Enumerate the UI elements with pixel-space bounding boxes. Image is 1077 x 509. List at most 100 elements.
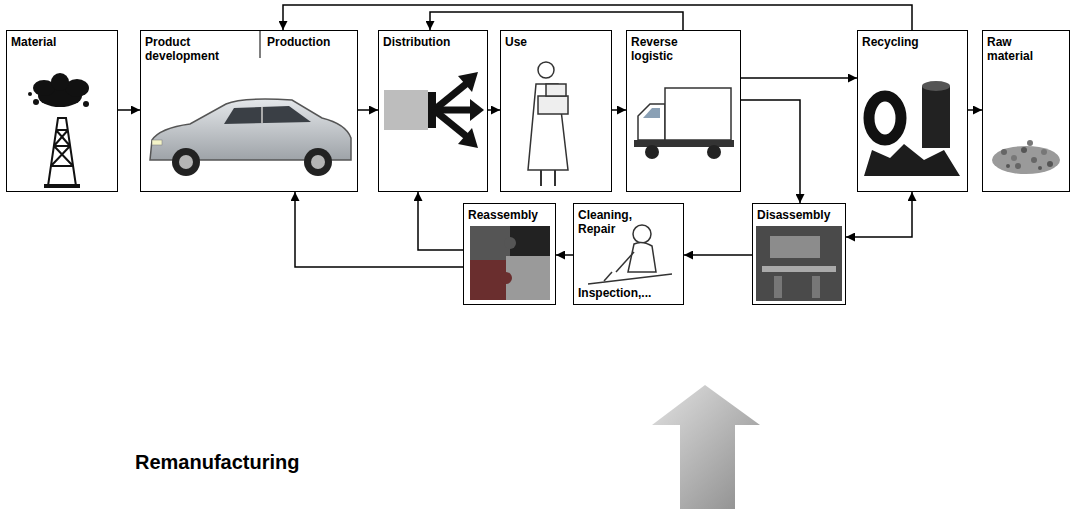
distribution-picture: [458, 128, 478, 148]
big-arrow: [652, 385, 760, 509]
distribution-picture: [434, 110, 466, 136]
puzzle-picture: [504, 237, 516, 249]
oil-well-picture: [28, 92, 32, 96]
product-divider: [260, 30, 261, 58]
box-fill: [752, 203, 846, 305]
scrap-picture: [922, 86, 950, 148]
process-box: Material: [6, 30, 118, 192]
person-picture: [538, 96, 568, 114]
oil-well-picture: [28, 73, 89, 188]
granules-picture: [1006, 164, 1010, 168]
person-picture: [540, 170, 542, 186]
ellipse-outline: [372, 167, 1048, 369]
puzzle-picture: [510, 226, 550, 256]
ellipse-outline: [370, 165, 1050, 371]
truck-picture: [643, 108, 660, 118]
car-picture: [224, 106, 311, 124]
flow-arrow: [741, 100, 800, 203]
scrap-picture: [869, 96, 901, 140]
distribution-picture: [458, 72, 478, 92]
puzzle-picture: [506, 256, 550, 300]
truck-picture: [707, 145, 721, 159]
flow-arrow: [418, 192, 463, 250]
box-fill: [626, 30, 741, 192]
box-label: Cleaning, Repair: [578, 208, 653, 236]
process-box: Recycling: [857, 30, 968, 192]
oil-well-picture: [48, 118, 76, 186]
box-label: Reverse logistic: [631, 35, 691, 63]
label-group: Material: [11, 35, 113, 49]
scrap-picture: [922, 81, 950, 91]
flow-arrow: [118, 109, 140, 111]
flow-arrow: [556, 254, 573, 256]
oil-well-picture: [83, 101, 89, 107]
box-fill-layer: [6, 30, 1070, 305]
car-picture: [261, 107, 263, 123]
product-divider: [260, 30, 261, 58]
label-group: Cleaning, RepairInspection,...: [578, 208, 679, 300]
label-group: Remanufacturing: [370, 165, 1050, 189]
person-picture: [546, 84, 566, 96]
scrap-picture: [864, 144, 960, 176]
process-box: Raw material: [982, 30, 1070, 192]
process-box: Reverse logistic: [626, 30, 741, 192]
factory-photo: [756, 226, 842, 301]
granules-picture: [1047, 161, 1053, 167]
car-picture: [179, 155, 193, 169]
person-picture: [554, 170, 556, 186]
label-group: Reassembly: [468, 208, 551, 222]
region-ellipse: RemanufacturingReassembly Cleaning, Repai…: [370, 165, 1050, 371]
factory-photo: [762, 266, 836, 272]
scrap-picture: [864, 81, 960, 176]
car-picture: [311, 155, 325, 169]
granules-picture: [1027, 140, 1033, 146]
box-fill: [463, 203, 556, 305]
box-fill: [6, 30, 118, 192]
box-label: Distribution: [383, 35, 483, 49]
label-group: Product development Production: [145, 35, 353, 63]
box-label: Use: [505, 35, 607, 49]
car-picture: [152, 140, 162, 145]
flow-arrow: [968, 109, 982, 111]
box-label: Production: [267, 35, 330, 49]
car-picture: [304, 148, 332, 176]
worker-picture: [588, 274, 672, 284]
flow-arrow: [295, 192, 463, 267]
box-fill: [500, 30, 612, 192]
flow-arrow: [488, 109, 500, 111]
box-label: Product development: [145, 35, 257, 63]
label-group: Use: [505, 35, 607, 49]
distribution-picture: [470, 99, 484, 121]
oil-well-picture: [51, 73, 69, 91]
big-arrow: [652, 385, 760, 509]
flow-arrow: [430, 12, 683, 30]
person-picture: [528, 84, 568, 170]
box-fill: [573, 203, 684, 305]
box-fill: [857, 30, 968, 192]
process-box: Disassembly: [752, 203, 846, 305]
label-group: Distribution: [383, 35, 483, 49]
truck-picture: [638, 104, 665, 140]
truck-picture: [634, 88, 734, 159]
process-box: Reassembly: [463, 203, 556, 305]
oil-well-picture: [44, 184, 80, 188]
truck-picture: [665, 88, 731, 140]
process-box: Use: [500, 30, 612, 192]
flow-arrow: [358, 109, 378, 111]
worker-picture: [628, 242, 656, 272]
factory-photo: [774, 276, 782, 298]
box-fill: [140, 30, 358, 192]
granules-picture: [1001, 149, 1007, 155]
flow-arrow: [612, 109, 626, 111]
puzzle-picture: [470, 226, 550, 300]
distribution-picture: [434, 84, 466, 110]
granules-picture: [1031, 157, 1037, 163]
factory-photo: [770, 236, 820, 258]
box-label: Material: [11, 35, 113, 49]
flow-arrow: [846, 192, 912, 237]
label-group: Disassembly: [757, 208, 841, 222]
car-picture: [150, 99, 351, 176]
distribution-picture: [384, 90, 428, 130]
